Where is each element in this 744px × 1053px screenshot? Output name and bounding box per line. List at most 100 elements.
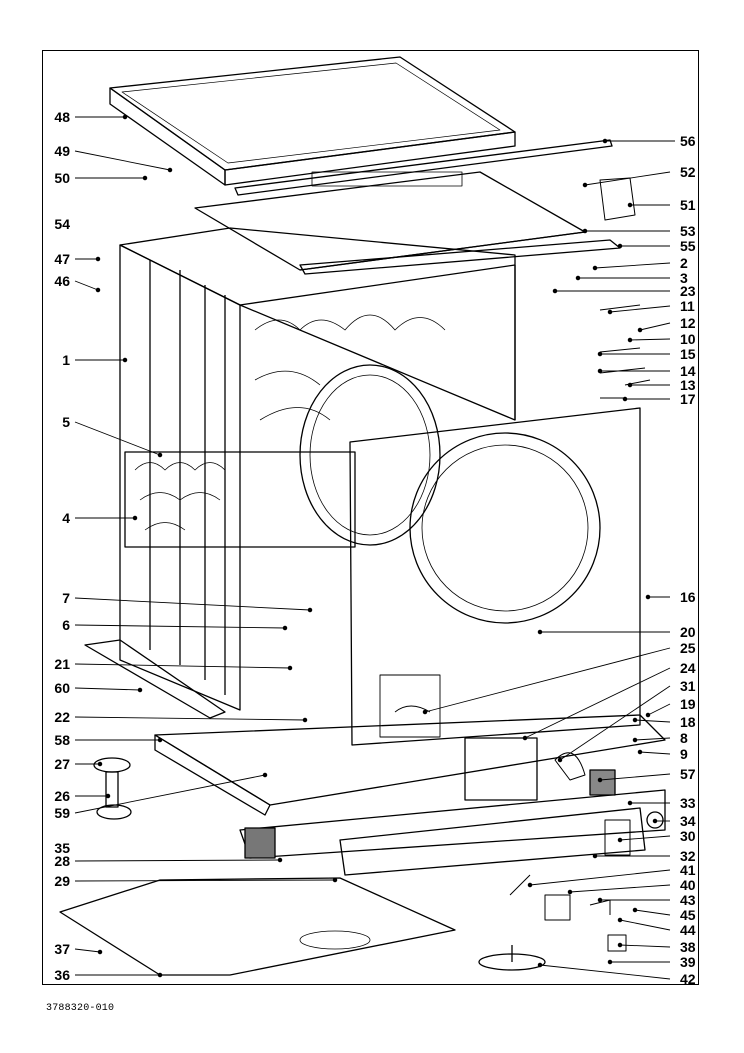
- part-label-50: 50: [54, 170, 70, 186]
- part-label-23: 23: [680, 283, 696, 299]
- part-label-51: 51: [680, 197, 696, 213]
- part-label-13: 13: [680, 377, 696, 393]
- leader-line-7-dot: [307, 607, 313, 613]
- floor-rail: [84, 639, 226, 719]
- leader-line-49: [74, 150, 171, 171]
- leader-line-10: [629, 338, 671, 341]
- leader-line-1-dot: [122, 357, 128, 363]
- leader-line-9: [639, 751, 671, 755]
- leader-line-39-dot: [607, 959, 613, 965]
- part-label-46: 46: [54, 273, 70, 289]
- part-label-4: 4: [62, 510, 70, 526]
- leader-line-14-dot: [597, 368, 603, 374]
- part-label-41: 41: [680, 862, 696, 878]
- leader-line-38-dot: [617, 942, 623, 948]
- leader-line-25: [424, 647, 671, 713]
- part-label-38: 38: [680, 939, 696, 955]
- part-label-49: 49: [54, 143, 70, 159]
- leader-line-33-dot: [627, 800, 633, 806]
- leader-line-2: [594, 262, 671, 269]
- part-label-15: 15: [680, 346, 696, 362]
- part-label-59: 59: [54, 805, 70, 821]
- leader-line-26-dot: [105, 793, 111, 799]
- leader-line-9-dot: [637, 749, 643, 755]
- leader-line-5: [74, 421, 161, 456]
- leader-line-6-dot: [282, 625, 288, 631]
- part-label-39: 39: [680, 954, 696, 970]
- leader-line-2-dot: [592, 265, 598, 271]
- leader-line-12-dot: [637, 327, 643, 333]
- part-label-8: 8: [680, 730, 688, 746]
- top-strip: [299, 239, 621, 275]
- leader-line-23-dot: [552, 288, 558, 294]
- part-label-9: 9: [680, 746, 688, 762]
- diagram-frame: [42, 50, 699, 985]
- leader-line-20-dot: [537, 629, 543, 635]
- leader-line-57: [599, 773, 671, 781]
- leader-line-36-dot: [157, 972, 163, 978]
- leader-line-11-dot: [607, 309, 613, 315]
- leader-line-19: [647, 703, 671, 716]
- leader-line-21: [74, 663, 291, 669]
- part-label-12: 12: [680, 315, 696, 331]
- leader-line-45: [634, 909, 671, 916]
- leader-line-15-dot: [597, 351, 603, 357]
- leader-line-55-dot: [617, 243, 623, 249]
- part-label-33: 33: [680, 795, 696, 811]
- top-lid: [109, 56, 516, 186]
- leader-line-8-dot: [632, 737, 638, 743]
- part-label-55: 55: [680, 238, 696, 254]
- rail-strip: [234, 139, 613, 196]
- document-number: 3788320-010: [46, 1003, 115, 1014]
- part-label-57: 57: [680, 766, 696, 782]
- part-label-18: 18: [680, 714, 696, 730]
- leader-line-56-dot: [602, 138, 608, 144]
- leader-line-41: [529, 869, 671, 886]
- leader-line-4-dot: [132, 515, 138, 521]
- part-label-21: 21: [54, 656, 70, 672]
- leader-line-16-dot: [645, 594, 651, 600]
- part-label-42: 42: [680, 971, 696, 987]
- part-label-48: 48: [54, 109, 70, 125]
- part-label-7: 7: [62, 590, 70, 606]
- leader-line-28: [74, 859, 281, 862]
- leader-line-12: [639, 322, 671, 331]
- leader-line-60-dot: [137, 687, 143, 693]
- part-label-56: 56: [680, 133, 696, 149]
- part-label-31: 31: [680, 678, 696, 694]
- part-label-58: 58: [54, 732, 70, 748]
- leader-line-21-dot: [287, 665, 293, 671]
- part-label-5: 5: [62, 414, 70, 430]
- part-label-30: 30: [680, 828, 696, 844]
- leader-line-24: [524, 667, 671, 739]
- leader-line-13-dot: [627, 382, 633, 388]
- leader-line-30: [619, 835, 671, 841]
- leader-line-25-dot: [422, 709, 428, 715]
- tub-ring: [299, 364, 441, 546]
- leader-line-42-dot: [537, 962, 543, 968]
- leader-line-38: [619, 944, 671, 948]
- part-label-47: 47: [54, 251, 70, 267]
- leader-line-24-dot: [522, 735, 528, 741]
- leader-line-32-dot: [592, 853, 598, 859]
- base-frame: [154, 714, 666, 876]
- leader-line-40: [569, 884, 671, 893]
- part-label-6: 6: [62, 617, 70, 633]
- leader-line-28-dot: [277, 857, 283, 863]
- leader-line-3-dot: [575, 275, 581, 281]
- leader-line-29-dot: [332, 877, 338, 883]
- leader-line-18-dot: [632, 717, 638, 723]
- leader-line-43-dot: [597, 897, 603, 903]
- leader-line-45-dot: [632, 907, 638, 913]
- part-label-25: 25: [680, 640, 696, 656]
- leader-line-22-dot: [302, 717, 308, 723]
- part-label-53: 53: [680, 223, 696, 239]
- part-label-27: 27: [54, 756, 70, 772]
- leader-line-58-dot: [157, 737, 163, 743]
- leader-line-18: [634, 719, 671, 723]
- electronic-box: [464, 737, 538, 801]
- leader-line-50-dot: [142, 175, 148, 181]
- leader-line-44: [619, 919, 671, 931]
- part-label-3: 3: [680, 270, 688, 286]
- part-label-28: 28: [54, 853, 70, 869]
